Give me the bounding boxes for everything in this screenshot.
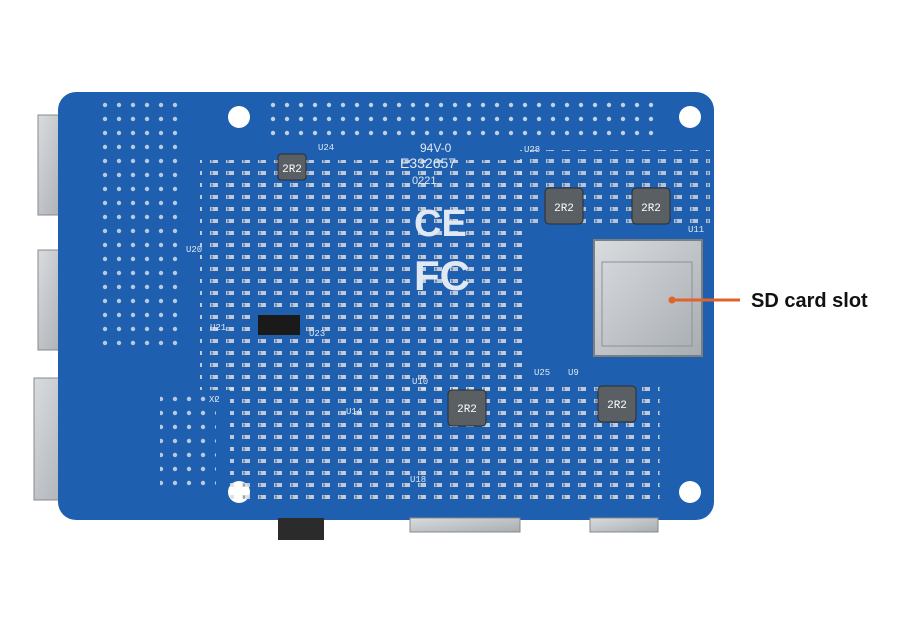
svg-text:U23: U23: [309, 329, 325, 339]
svg-text:U18: U18: [410, 475, 426, 485]
svg-text:2R2: 2R2: [554, 203, 574, 215]
svg-text:CE: CE: [414, 203, 467, 245]
svg-text:U21: U21: [210, 323, 226, 333]
designator-labels: U24 U28 U20 U21 U23 U10 U25 U9 U14 U18 X…: [186, 143, 704, 485]
sd-card-slot-label: SD card slot: [751, 290, 868, 312]
silkscreen-markings: 94V-0 E332657 0221 CE FC: [400, 141, 470, 299]
svg-text:U20: U20: [186, 245, 202, 255]
svg-text:2R2: 2R2: [607, 400, 627, 412]
svg-text:U10: U10: [412, 377, 428, 387]
svg-text:E332657: E332657: [400, 155, 456, 171]
svg-text:U11: U11: [688, 225, 704, 235]
svg-text:U28: U28: [524, 145, 540, 155]
svg-text:U25: U25: [534, 368, 550, 378]
micro-usb-port: [409, 517, 521, 533]
svg-text:2R2: 2R2: [457, 404, 477, 416]
passive-components-bottom: [230, 380, 660, 500]
svg-text:U14: U14: [346, 407, 362, 417]
svg-text:FC: FC: [414, 252, 470, 299]
audio-jack: [278, 518, 324, 540]
svg-text:X2: X2: [209, 395, 220, 405]
svg-text:U24: U24: [318, 143, 334, 153]
svg-text:2R2: 2R2: [641, 203, 661, 215]
svg-text:U9: U9: [568, 368, 579, 378]
svg-text:0221: 0221: [412, 175, 436, 187]
power-port: [589, 517, 659, 533]
callout-pointer: [668, 296, 740, 304]
inductor-labels: 2R2 2R2 2R2 2R2 2R2: [282, 164, 661, 416]
ic-chip: [258, 315, 300, 335]
svg-text:94V-0: 94V-0: [420, 141, 452, 155]
svg-text:2R2: 2R2: [282, 164, 302, 176]
gpio-header-holes: [268, 96, 660, 138]
sd-card-slot: [593, 239, 703, 357]
via-cluster-lower-left: [160, 390, 216, 486]
inductors: [277, 153, 671, 427]
via-cluster-left: [100, 96, 178, 354]
passive-components-center: [200, 160, 530, 390]
